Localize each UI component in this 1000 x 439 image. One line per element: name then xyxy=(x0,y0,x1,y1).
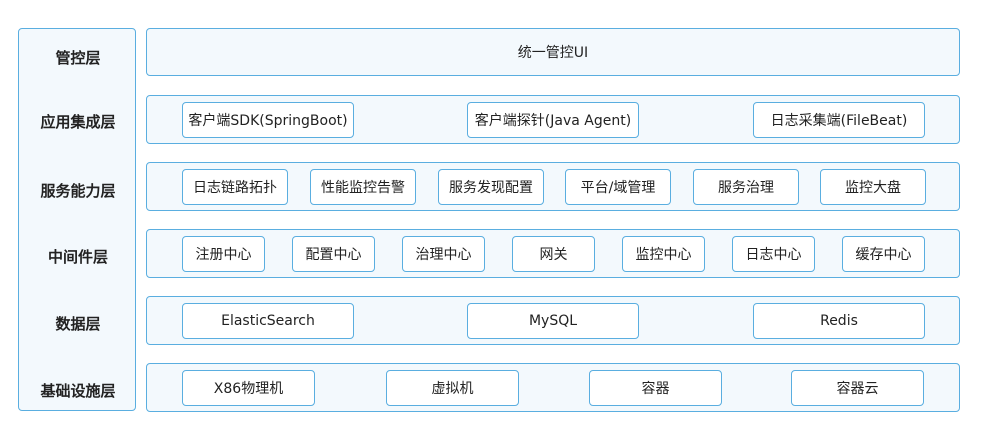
client-agent: 客户端探针(Java Agent) xyxy=(467,102,639,138)
service-discovery-config: 服务发现配置 xyxy=(438,169,544,205)
layer-data: ElasticSearch MySQL Redis xyxy=(146,296,960,345)
log-center: 日志中心 xyxy=(732,236,815,272)
perf-monitor-alert: 性能监控告警 xyxy=(310,169,416,205)
layer-app-integration: 客户端SDK(SpringBoot) 客户端探针(Java Agent) 日志采… xyxy=(146,95,960,144)
layer-label-service-capability: 服务能力层 xyxy=(40,182,116,200)
gateway: 网关 xyxy=(512,236,595,272)
layer-label-infrastructure: 基础设施层 xyxy=(40,382,116,400)
platform-domain-mgmt: 平台/域管理 xyxy=(565,169,671,205)
layer-label-data: 数据层 xyxy=(55,315,101,333)
registry-center: 注册中心 xyxy=(182,236,265,272)
layer-service-capability: 日志链路拓扑 性能监控告警 服务发现配置 平台/域管理 服务治理 监控大盘 xyxy=(146,162,960,211)
mysql: MySQL xyxy=(467,303,639,339)
layer-label-middleware: 中间件层 xyxy=(47,248,108,266)
client-sdk: 客户端SDK(SpringBoot) xyxy=(182,102,354,138)
unified-control-ui: 统一管控UI xyxy=(517,45,589,61)
virtual-machine: 虚拟机 xyxy=(386,370,519,406)
redis: Redis xyxy=(753,303,925,339)
container-cloud: 容器云 xyxy=(791,370,924,406)
log-trace-topology: 日志链路拓扑 xyxy=(182,169,288,205)
layer-middleware: 注册中心 配置中心 治理中心 网关 监控中心 日志中心 缓存中心 xyxy=(146,229,960,278)
monitor-center: 监控中心 xyxy=(622,236,705,272)
elasticsearch: ElasticSearch xyxy=(182,303,354,339)
x86-physical-machine: X86物理机 xyxy=(182,370,315,406)
cache-center: 缓存中心 xyxy=(842,236,925,272)
layer-label-control: 管控层 xyxy=(55,49,101,67)
service-governance: 服务治理 xyxy=(693,169,799,205)
governance-center: 治理中心 xyxy=(402,236,485,272)
layer-control: 统一管控UI xyxy=(146,28,960,76)
monitor-dashboard: 监控大盘 xyxy=(820,169,926,205)
layer-label-app-integration: 应用集成层 xyxy=(40,113,116,131)
config-center: 配置中心 xyxy=(292,236,375,272)
layer-label-column: 管控层 应用集成层 服务能力层 中间件层 数据层 基础设施层 xyxy=(18,28,136,411)
log-collector: 日志采集端(FileBeat) xyxy=(753,102,925,138)
layer-infrastructure: X86物理机 虚拟机 容器 容器云 xyxy=(146,363,960,412)
container: 容器 xyxy=(589,370,722,406)
